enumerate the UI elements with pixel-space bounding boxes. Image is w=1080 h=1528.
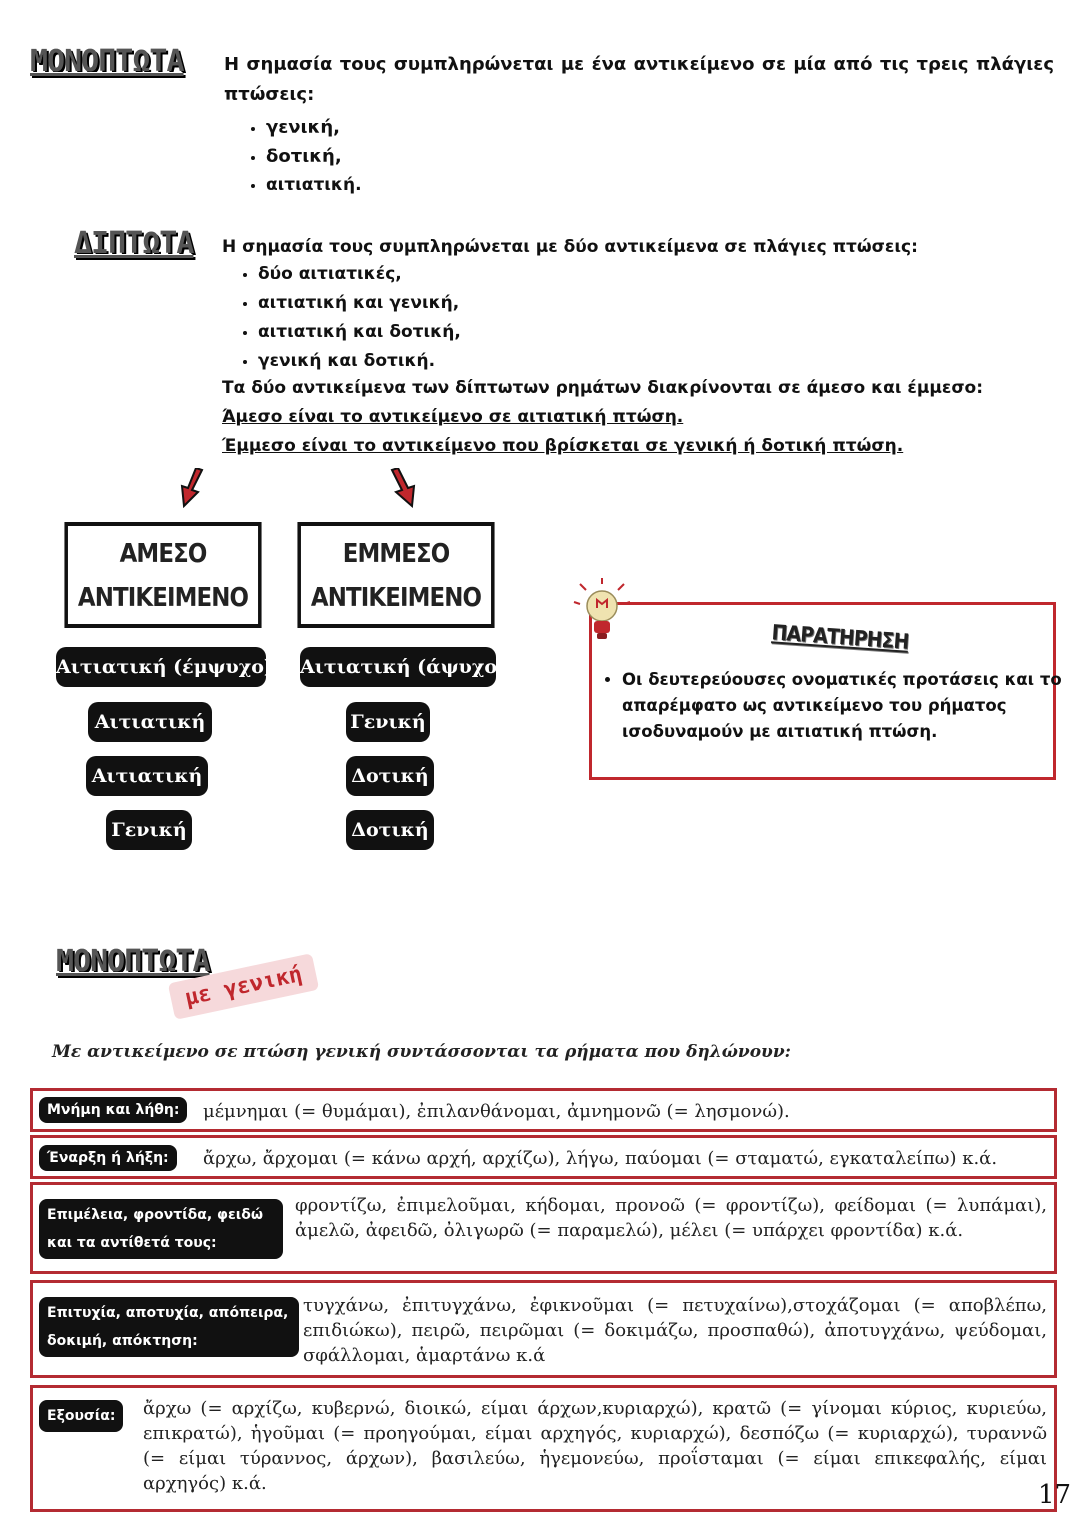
verb-category-row: Επιμέλεια, φροντίδα, φειδώ και τα αντίθε… — [30, 1182, 1057, 1274]
diptota-case-list: δύο αιτιατικές, αιτιατική και γενική, αι… — [218, 260, 461, 376]
category-tag: Μνήμη και λήθη: — [39, 1097, 188, 1123]
verb-category-row: Εξουσία: ἄρχω (= αρχίζω, κυβερνώ, διοικώ… — [30, 1385, 1057, 1512]
case-item: αιτιατική και δοτική, — [258, 318, 461, 347]
lightbulb-icon — [573, 578, 631, 639]
arrow-down-right-icon — [390, 468, 416, 508]
verb-category-row: Έναρξη ή λήξη: ἄρχω, ἄρχομαι (= κάνω αρχ… — [30, 1135, 1057, 1179]
note-title: ΠΑΡΑΤΗΡΗΣΗ — [770, 620, 910, 654]
case-item: αιτιατική. — [266, 171, 362, 200]
category-verbs: μέμνημαι (= θυμάμαι), ἐπιλανθάνομαι, ἀμν… — [203, 1101, 790, 1122]
category-tag: Έναρξη ή λήξη: — [39, 1145, 177, 1171]
genitive-intro: Με αντικείμενο σε πτώση γενική συντάσσον… — [52, 1042, 791, 1062]
monoptota-title: ΜΟΝΟΠΤΩΤΑ — [30, 44, 185, 79]
note-list: Οι δευτερεύουσες ονοματικές προτάσεις κα… — [594, 667, 1062, 745]
note-box: ΠΑΡΑΤΗΡΗΣΗ Οι δευτερεύουσες ονοματικές π… — [589, 602, 1062, 780]
category-verbs: ἄρχω (= αρχίζω, κυβερνώ, διοικώ, είμαι ά… — [143, 1398, 1047, 1494]
case-item: δοτική, — [266, 142, 362, 171]
case-item: αιτιατική και γενική, — [258, 289, 461, 318]
indirect-line1: ΕΜΜΕΣΟ — [342, 539, 450, 569]
indirect-case-pill: Γενική — [346, 702, 430, 742]
category-tag: Επιτυχία, αποτυχία, απόπειρα, δοκιμή, απ… — [39, 1297, 299, 1357]
indirect-line2: ΑΝΤΙΚΕΙΜΕΝΟ — [310, 583, 482, 613]
direct-definition: Άμεσο είναι το αντικείμενο σε αιτιατική … — [222, 407, 684, 427]
direct-object-header: ΑΜΕΣΟ ΑΝΤΙΚΕΙΜΕΝΟ — [64, 522, 262, 628]
category-verbs: τυγχάνω, ἐπιτυγχάνω, ἐφικνοῦμαι (= πετυχ… — [303, 1295, 1047, 1366]
page-number: 17 — [1038, 1480, 1072, 1510]
category-tag: Εξουσία: — [39, 1400, 124, 1432]
category-verbs: φροντίζω, ἐπιμελοῦμαι, κήδομαι, προνοῶ (… — [295, 1195, 1047, 1241]
verb-category-row: Μνήμη και λήθη: μέμνημαι (= θυμάμαι), ἐπ… — [30, 1088, 1057, 1132]
case-item: δύο αιτιατικές, — [258, 260, 461, 289]
monoptota-text: Η σημασία τους συμπληρώνεται με ένα αντι… — [224, 54, 1054, 105]
genitive-title: ΜΟΝΟΠΤΩΤΑ — [56, 944, 211, 979]
indirect-definition: Έμμεσο είναι το αντικείμενο που βρίσκετα… — [222, 436, 904, 456]
direct-line2: ΑΝΤΙΚΕΙΜΕΝΟ — [77, 583, 249, 613]
direct-case-pill: Αιτιατική (έμψυχο) — [56, 647, 273, 687]
direct-case-pill: Γενική — [106, 810, 192, 850]
arrow-down-left-icon — [180, 468, 204, 508]
verb-category-row: Επιτυχία, αποτυχία, απόπειρα, δοκιμή, απ… — [30, 1280, 1057, 1378]
indirect-case-pill: Αιτιατική (άψυχο) — [300, 647, 506, 687]
indirect-case-pill: Δοτική — [346, 810, 434, 850]
direct-case-pill: Αιτιατική — [86, 756, 208, 796]
case-item: γενική και δοτική. — [258, 347, 461, 376]
note-text: Οι δευτερεύουσες ονοματικές προτάσεις κα… — [622, 667, 1062, 745]
distinction-text: Τα δύο αντικείμενα των δίπτωτων ρημάτων … — [222, 378, 984, 398]
indirect-object-header: ΕΜΜΕΣΟ ΑΝΤΙΚΕΙΜΕΝΟ — [297, 522, 495, 628]
category-verbs: ἄρχω, ἄρχομαι (= κάνω αρχή, αρχίζω), λήγ… — [203, 1148, 998, 1169]
direct-case-pill: Αιτιατική — [88, 702, 212, 742]
case-item: γενική, — [266, 113, 362, 142]
diptota-title: ΔΙΠΤΩΤΑ — [74, 226, 194, 261]
indirect-case-pill: Δοτική — [346, 756, 434, 796]
direct-line1: ΑΜΕΣΟ — [119, 539, 208, 569]
monoptota-case-list: γενική, δοτική, αιτιατική. — [226, 113, 362, 200]
category-tag: Επιμέλεια, φροντίδα, φειδώ και τα αντίθε… — [39, 1199, 283, 1259]
diptota-text: Η σημασία τους συμπληρώνεται με δύο αντι… — [222, 237, 918, 257]
